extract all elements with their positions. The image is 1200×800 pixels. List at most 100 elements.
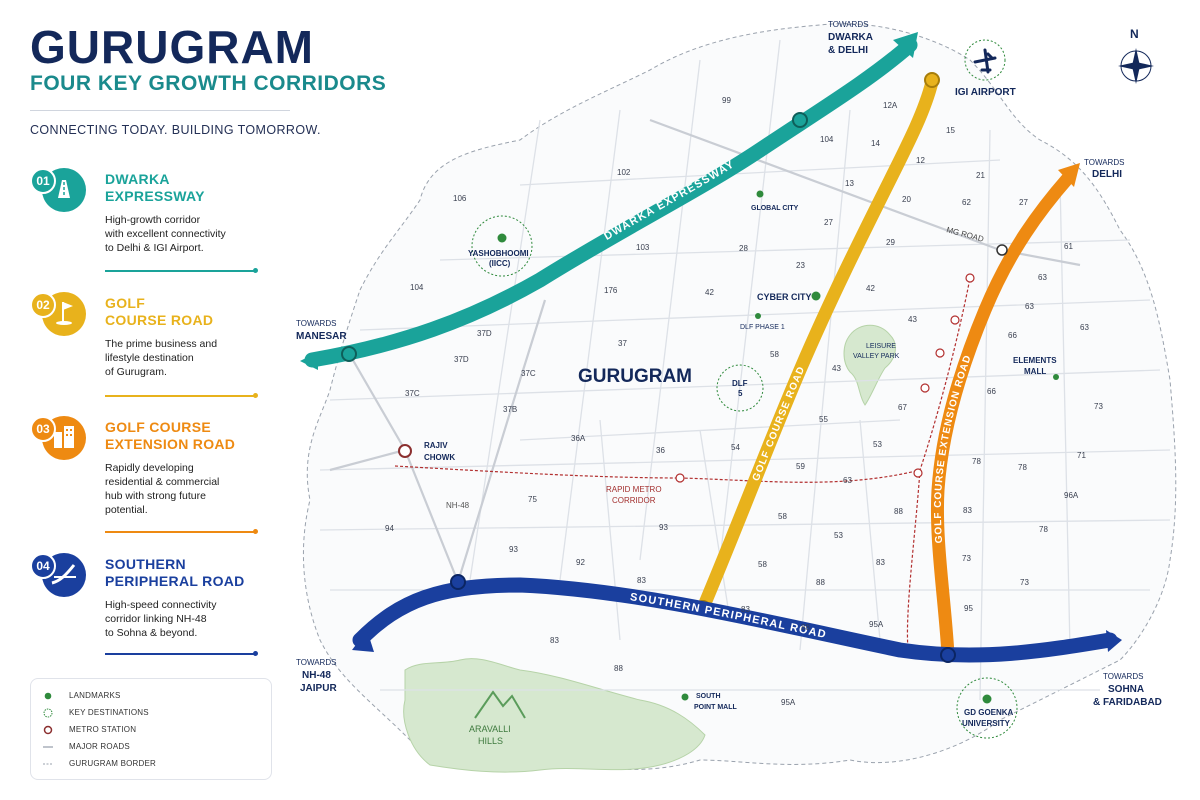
sector-label: 106 — [453, 194, 467, 203]
sector-label: 75 — [528, 495, 537, 504]
sector-label: 13 — [845, 179, 854, 188]
sector-label: 99 — [722, 96, 731, 105]
sector-label: 37D — [454, 355, 469, 364]
corridor-number: 01 — [30, 168, 56, 194]
mountain-icon — [474, 690, 526, 719]
spr-arrow-w — [352, 630, 374, 652]
sector-label: 37C — [405, 389, 420, 398]
landmark-dot-cyber-city — [811, 291, 821, 301]
svg-text:LEISURE: LEISURE — [866, 343, 896, 350]
sector-label: 37 — [618, 339, 627, 348]
sector-label: 42 — [866, 284, 875, 293]
svg-text:POINT MALL: POINT MALL — [694, 704, 737, 711]
svg-text:DLF PHASE 1: DLF PHASE 1 — [740, 324, 785, 331]
landmark-dot-gd-goenka — [982, 694, 992, 704]
sector-label: 88 — [801, 623, 810, 632]
nh48-label: NH-48 — [446, 501, 470, 510]
sector-label: 104 — [410, 283, 424, 292]
sector-label: 71 — [1077, 451, 1086, 460]
sector-label: 104 — [820, 135, 834, 144]
corridor-divider — [105, 653, 257, 655]
page-tagline: CONNECTING TODAY. BUILDING TOMORROW. — [30, 123, 321, 137]
sector-label: 59 — [796, 462, 805, 471]
svg-text:YASHOBHOOMI: YASHOBHOOMI — [468, 249, 529, 258]
dwarka-expressway-road[interactable] — [304, 37, 918, 368]
sector-label: 83 — [876, 558, 885, 567]
svg-text:N: N — [1130, 27, 1139, 41]
sector-label: 37D — [477, 329, 492, 338]
rapid-metro-line — [394, 277, 971, 651]
sector-label: 176 — [604, 286, 618, 295]
sector-label: 43 — [908, 315, 917, 324]
highway-junction-icon — [51, 564, 76, 585]
sector-label: 14 — [871, 139, 880, 148]
sector-label: 12 — [916, 156, 925, 165]
corridor-divider-dot — [253, 651, 258, 656]
rajiv-chowk-junction[interactable] — [398, 444, 412, 458]
sector-label: 92 — [576, 558, 585, 567]
landmark-dot-south-point — [681, 693, 689, 701]
sector-label: 78 — [972, 457, 981, 466]
svg-text:& FARIDABAD: & FARIDABAD — [1093, 697, 1162, 708]
golf-flag-icon — [56, 302, 73, 325]
golf-course-extension-road[interactable] — [930, 171, 1075, 662]
svg-text:TOWARDS: TOWARDS — [296, 319, 336, 328]
svg-text:(IICC): (IICC) — [489, 259, 511, 268]
destination-labels: TOWARDS DWARKA & DELHI IGI AIRPORT TOWAR… — [296, 20, 1162, 708]
metro-station-icon — [43, 725, 53, 735]
sector-label: 28 — [739, 244, 748, 253]
svg-text:TOWARDS: TOWARDS — [1103, 672, 1143, 681]
spr-arrow-e — [1106, 630, 1122, 652]
svg-text:ARAVALLI: ARAVALLI — [469, 724, 511, 734]
svg-text:GLOBAL CITY: GLOBAL CITY — [751, 205, 799, 212]
header-divider — [30, 110, 290, 111]
sector-label: 78 — [1018, 463, 1027, 472]
corridor-divider-dot — [253, 529, 258, 534]
sector-label: 29 — [886, 238, 895, 247]
airplane-icon[interactable] — [973, 48, 997, 74]
sector-label: 15 — [946, 126, 955, 135]
dwarka-arrow-ne — [893, 32, 918, 58]
sector-label: 63 — [1025, 302, 1034, 311]
golf-course-road[interactable] — [696, 75, 939, 615]
sector-label: 27 — [1019, 198, 1028, 207]
sector-label: 95A — [869, 620, 884, 629]
sector-label: 36A — [571, 434, 586, 443]
svg-text:DLF: DLF — [732, 379, 748, 388]
corridor-badge: 02 — [30, 292, 90, 348]
landmark-dot-elements-mall — [1053, 374, 1059, 380]
sector-label: 67 — [898, 403, 907, 412]
corridor-number: 04 — [30, 553, 56, 579]
sector-label: 58 — [758, 560, 767, 569]
sector-label: 93 — [659, 523, 668, 532]
dlf5-ring — [716, 364, 764, 412]
sector-label: 94 — [385, 524, 394, 533]
map-legend: LANDMARKS KEY DESTINATIONS METRO STATION… — [30, 678, 272, 780]
dwarka-junction-2 — [792, 112, 808, 128]
sector-label: 66 — [987, 387, 996, 396]
mg-road-junction — [996, 244, 1008, 256]
sector-label: 63 — [1080, 323, 1089, 332]
corridor-divider — [105, 270, 257, 272]
svg-text:CYBER CITY: CYBER CITY — [757, 292, 812, 302]
sector-label: 37B — [503, 405, 517, 414]
landmark-dot-icon — [44, 692, 52, 700]
sector-label: 73 — [962, 554, 971, 563]
southern-peripheral-road[interactable] — [352, 577, 1118, 663]
sector-label: 73 — [1020, 578, 1029, 587]
dashed-ring-icon — [43, 708, 53, 718]
landmark-dot-global-city — [756, 190, 764, 198]
dwarka-junction — [341, 346, 357, 362]
sector-label: 66 — [1008, 331, 1017, 340]
svg-text:JAIPUR: JAIPUR — [300, 683, 337, 694]
spr-junction-east — [940, 647, 956, 663]
landmark-dot-yashobhoomi — [497, 233, 507, 243]
corridor-number: 02 — [30, 292, 56, 318]
sector-label: 54 — [731, 443, 740, 452]
